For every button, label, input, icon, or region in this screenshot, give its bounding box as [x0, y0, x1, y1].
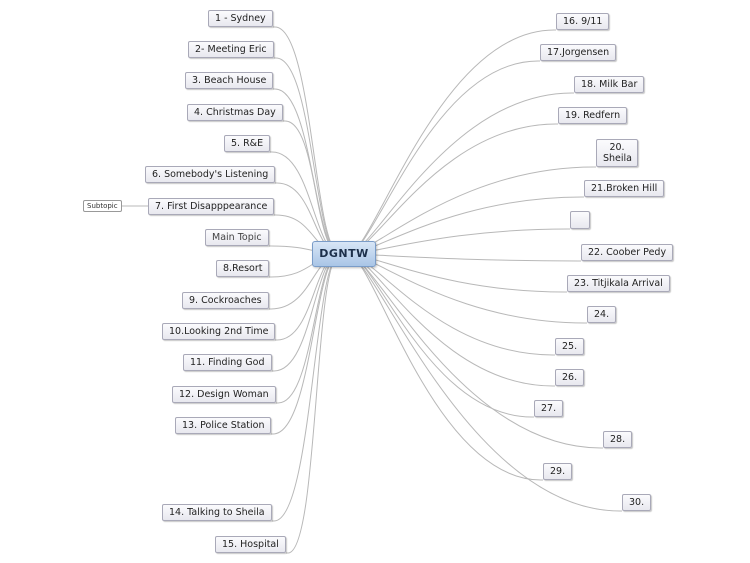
topic-13-police-station[interactable]: 13. Police Station — [175, 417, 272, 434]
connector-line — [347, 253, 567, 293]
topic-5-r-and-e[interactable]: 5. R&E — [224, 135, 271, 152]
connector-line — [347, 29, 556, 255]
topic-15-hospital[interactable]: 15. Hospital — [215, 536, 286, 553]
topic-23-titjikala-arrival[interactable]: 23. Titjikala Arrival — [567, 275, 670, 292]
topic-22-coober-pedy[interactable]: 22. Coober Pedy — [581, 244, 674, 261]
topic-16-9-11[interactable]: 16. 9/11 — [556, 13, 610, 30]
topic-28[interactable]: 28. — [603, 431, 633, 448]
connector-line — [347, 253, 622, 512]
topic-12-design-woman[interactable]: 12. Design Woman — [172, 386, 276, 403]
topic-2-meeting-eric[interactable]: 2- Meeting Eric — [188, 41, 274, 58]
connector-line — [347, 228, 570, 255]
topic-3-beach-house[interactable]: 3. Beach House — [185, 72, 274, 89]
topic-11-finding-god[interactable]: 11. Finding God — [183, 354, 272, 371]
topic-18-milk-bar[interactable]: 18. Milk Bar — [574, 76, 645, 93]
connector-line — [273, 88, 341, 255]
central-topic[interactable]: DGNTW — [312, 241, 376, 267]
topic-6-somebodys-listening[interactable]: 6. Somebody's Listening — [145, 166, 276, 183]
topic-21-broken-hill[interactable]: 21.Broken Hill — [584, 180, 665, 197]
connector-line — [347, 253, 587, 324]
topic-27[interactable]: 27. — [534, 400, 564, 417]
topic-30[interactable]: 30. — [622, 494, 652, 511]
topic-1-sydney[interactable]: 1 - Sydney — [208, 10, 273, 27]
topic-17-jorgensen[interactable]: 17.Jorgensen — [540, 44, 617, 61]
topic-25[interactable]: 25. — [555, 338, 585, 355]
topic-4-christmas-day[interactable]: 4. Christmas Day — [187, 104, 283, 121]
topic-9-cockroaches[interactable]: 9. Cockroaches — [182, 292, 269, 309]
connector-line — [276, 253, 341, 404]
connector-line — [347, 60, 540, 255]
empty-topic[interactable] — [570, 211, 590, 229]
topic-10-looking-2nd-time[interactable]: 10.Looking 2nd Time — [162, 323, 276, 340]
topic-24[interactable]: 24. — [587, 306, 617, 323]
topic-26[interactable]: 26. — [555, 369, 585, 386]
subtopic-node[interactable]: Subtopic — [83, 200, 122, 212]
topic-29[interactable]: 29. — [543, 463, 573, 480]
connector-line — [347, 253, 555, 356]
topic-19-redfern[interactable]: 19. Redfern — [558, 107, 628, 124]
connector-line — [271, 253, 341, 435]
connector-line — [272, 253, 341, 522]
topic-main-topic[interactable]: Main Topic — [205, 229, 269, 246]
topic-14-talking-to-sheila[interactable]: 14. Talking to Sheila — [162, 504, 272, 521]
topic-8-resort[interactable]: 8.Resort — [216, 260, 270, 277]
topic-20-sheila[interactable]: 20. Sheila — [596, 139, 638, 167]
connector-line — [347, 253, 581, 262]
topic-7-first-disappearance[interactable]: 7. First Disapppearance — [148, 198, 275, 215]
connector-line — [286, 253, 341, 554]
